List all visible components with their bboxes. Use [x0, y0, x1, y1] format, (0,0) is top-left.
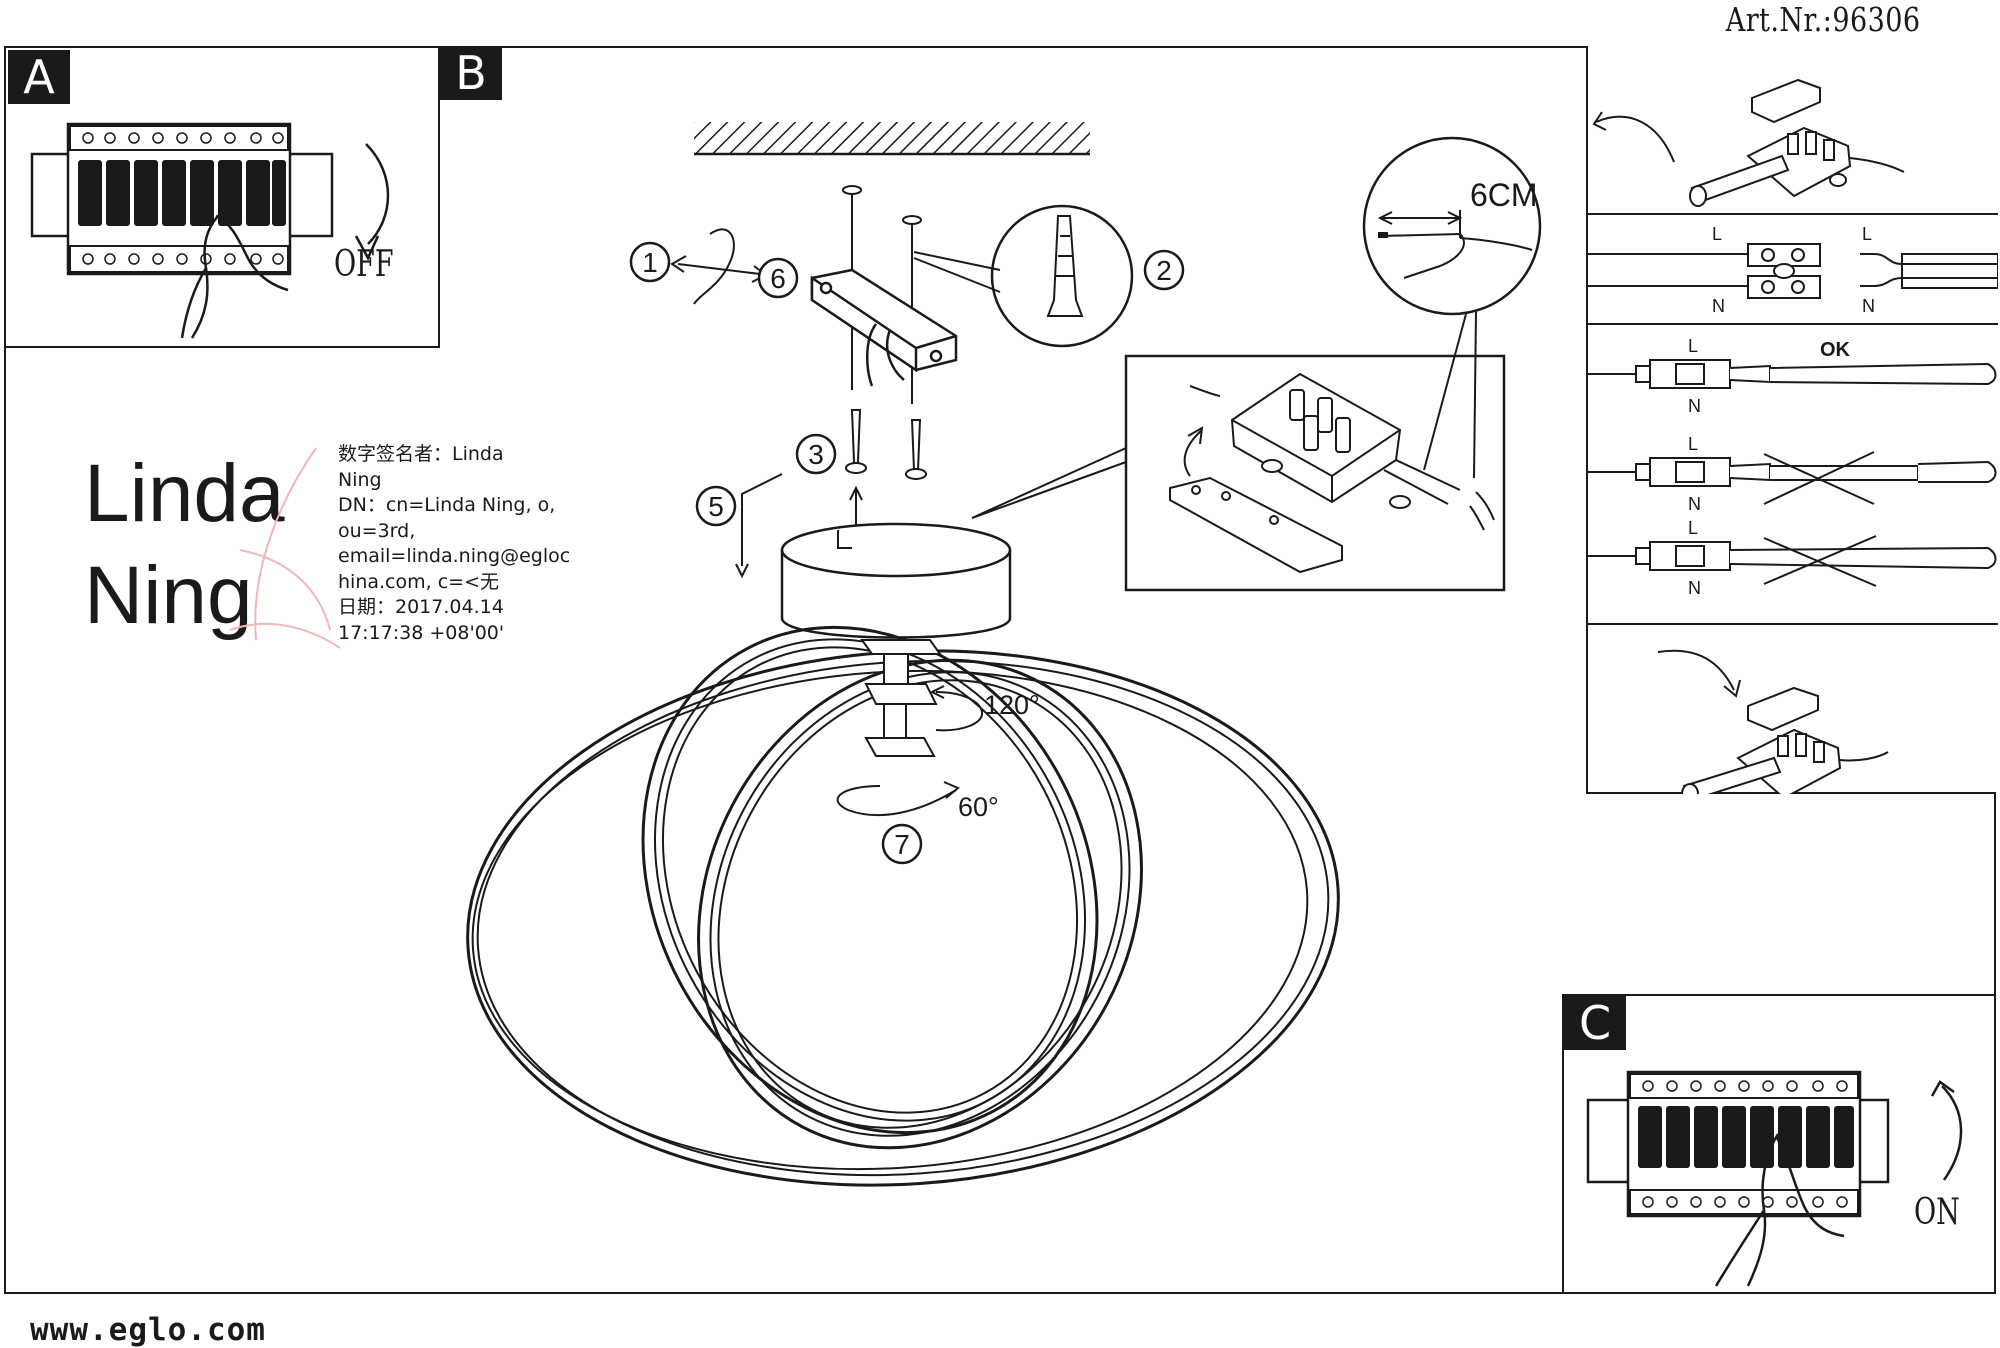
signature-line: DN：cn=Linda Ning, o,: [338, 494, 556, 516]
wrong-cross-icon: [1763, 451, 1877, 587]
step-number: 2: [1156, 255, 1172, 286]
step-number: 3: [808, 439, 824, 470]
signature-line: 17:17:38 +08'00': [338, 621, 505, 644]
neutral-label: N: [1688, 396, 1701, 416]
lamp-rings: [466, 625, 1340, 1187]
hand-icon: [1714, 1133, 1845, 1287]
strip-examples: [1588, 359, 1997, 571]
terminal-block-icon: [1169, 372, 1495, 574]
panel-a-tag: A: [8, 50, 70, 104]
terminal-wiring-schematic: [1588, 243, 1999, 299]
wall-plug-icon: [1046, 215, 1084, 317]
ok-label: OK: [1820, 339, 1851, 361]
neutral-label: N: [1862, 296, 1875, 316]
signature-scribble: [229, 447, 341, 649]
signature-line: 数字签名者：Linda: [338, 443, 504, 465]
panel-b-tag: B: [440, 46, 502, 100]
angle-120-label: 120°: [984, 690, 1040, 720]
arrow-down-icon: [365, 143, 390, 245]
step-number: 5: [708, 491, 724, 522]
off-label: OFF: [334, 244, 394, 285]
signature-last-name: Ning: [84, 550, 253, 641]
signature-line: 日期：2017.04.14: [338, 596, 504, 618]
wiring-column: L N L N: [1586, 46, 1999, 805]
signature-first-name: Linda: [84, 448, 285, 539]
strip-length-label: 6CM: [1470, 177, 1538, 213]
wiring-steps: L N L N: [1588, 78, 1999, 805]
step-number: 1: [642, 247, 658, 278]
signature-line: hina.com, c=<无: [338, 570, 499, 593]
signature-line: ou=3rd,: [338, 519, 416, 542]
panel-c-tag: C: [1564, 996, 1626, 1050]
signature-line: Ning: [338, 468, 382, 491]
remove-cover-icon: [1592, 78, 1905, 207]
live-label: L: [1688, 434, 1698, 454]
panel-c: C ON: [1562, 994, 1996, 1294]
breaker-on-illustration: [1586, 1070, 1963, 1287]
signature-details: 数字签名者：Linda Ning DN：cn=Linda Ning, o, ou…: [338, 442, 598, 646]
live-label: L: [1712, 224, 1722, 244]
ring-joints: [860, 639, 942, 757]
breaker-off-illustration: [30, 122, 390, 339]
screw-icon: [845, 409, 927, 480]
neutral-label: N: [1712, 296, 1725, 316]
step-number: 6: [770, 263, 786, 294]
panel-a: A OFF: [4, 46, 440, 348]
signature-line: email=linda.ning@egloc: [338, 545, 571, 567]
website-url[interactable]: www.eglo.com: [30, 1312, 266, 1348]
live-label: L: [1688, 336, 1698, 356]
live-label: L: [1862, 224, 1872, 244]
neutral-label: N: [1688, 578, 1701, 598]
step-number: 7: [894, 829, 910, 860]
ceiling-hatch: [694, 122, 1090, 154]
hand-icon: [180, 213, 289, 339]
angle-60-label: 60°: [958, 792, 999, 822]
arrow-up-icon: [1941, 1085, 1963, 1181]
neutral-label: N: [1688, 494, 1701, 514]
replace-cover-icon: [1657, 649, 1889, 805]
on-label: ON: [1914, 1192, 1960, 1233]
mounting-bracket: [810, 268, 958, 387]
live-label: L: [1688, 518, 1698, 538]
strip-length-callout: [1362, 136, 1542, 316]
article-number: Art.Nr.:96306: [1725, 0, 1920, 39]
canopy: [780, 522, 1012, 639]
